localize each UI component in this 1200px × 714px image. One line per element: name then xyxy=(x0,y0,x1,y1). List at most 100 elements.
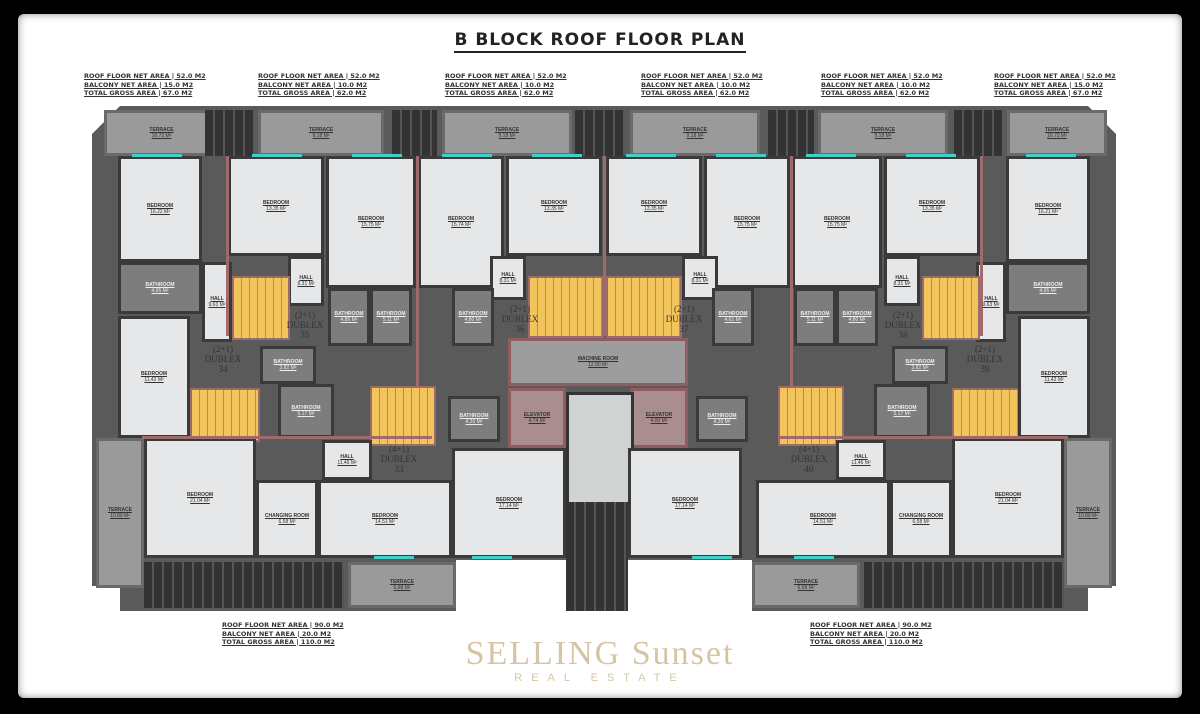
room-name: BATHROOM xyxy=(800,311,830,317)
window xyxy=(532,154,582,157)
room-name: HALL xyxy=(984,296,998,302)
room-name: DUBLEX xyxy=(884,320,922,330)
party-wall xyxy=(142,436,432,439)
gross-area: TOTAL GROSS AREA | 110.0 M2 xyxy=(810,638,923,646)
room-name: ELEVATOR xyxy=(523,412,551,418)
room-name: 38 xyxy=(898,330,908,340)
party-wall xyxy=(416,156,419,386)
room-area: 5.17 M² xyxy=(893,411,911,417)
room-name: (2+1) xyxy=(509,304,531,314)
room-name: BATHROOM xyxy=(459,413,489,419)
balcony-area: BALCONY NET AREA | 10.0 M2 xyxy=(821,80,931,89)
room-name: 33 xyxy=(394,464,404,474)
common-stairwell xyxy=(566,392,634,508)
room-name: BEDROOM xyxy=(495,497,523,503)
room-name: BEDROOM xyxy=(540,200,568,206)
staircase xyxy=(190,388,260,442)
gross-area: TOTAL GROSS AREA | 62.0 M2 xyxy=(445,89,554,97)
room-name: (2+1) xyxy=(212,344,234,354)
room-name: BEDROOM xyxy=(733,216,761,222)
room-name: HALL xyxy=(340,454,354,460)
room-name: 35 xyxy=(300,330,310,340)
balcony-area: BALCONY NET AREA | 10.0 M2 xyxy=(258,80,368,89)
room-area: 12.80 M² xyxy=(588,362,608,368)
window xyxy=(626,154,676,157)
gross-area: TOTAL GROSS AREA | 62.0 M2 xyxy=(641,89,750,97)
room-name: BEDROOM xyxy=(671,497,699,503)
room-area: 6.68 M² xyxy=(393,585,411,591)
room-area: 8.31 M² xyxy=(297,281,315,287)
room-name: BATHROOM xyxy=(707,413,737,419)
room-area: 11.42 M² xyxy=(1044,377,1064,383)
room-area: 16.72 M² xyxy=(1047,133,1067,139)
room-area: 5.17 M² xyxy=(297,411,315,417)
room-area: 4.74 M² xyxy=(528,418,546,424)
window xyxy=(472,556,512,559)
room-name: BATHROOM xyxy=(905,359,935,365)
gross-area: TOTAL GROSS AREA | 62.0 M2 xyxy=(821,89,930,97)
room-area: 6.58 M² xyxy=(278,519,296,525)
room-area: 13.35 M² xyxy=(266,206,286,212)
balcony-area: BALCONY NET AREA | 15.0 M2 xyxy=(84,80,194,89)
room-name: BEDROOM xyxy=(809,513,837,519)
room-name: HALL xyxy=(299,275,313,281)
room-area: 15.75 M² xyxy=(827,222,847,228)
room-area: 4.00 M² xyxy=(650,418,668,424)
room-name: BEDROOM xyxy=(640,200,668,206)
room-area: 21.04 M² xyxy=(190,498,210,504)
room-name: BATHROOM xyxy=(1033,282,1063,288)
room-area: 4.95 M² xyxy=(1039,288,1057,294)
room-name: TERRACE xyxy=(308,127,334,133)
party-wall xyxy=(980,156,983,336)
window xyxy=(374,556,414,559)
room-area: 4.95 M² xyxy=(151,288,169,294)
balcony-area: BALCONY NET AREA | 10.0 M2 xyxy=(641,80,751,89)
room-name: TERRACE xyxy=(107,507,133,513)
room-name: TERRACE xyxy=(682,127,708,133)
room-area: 14.51 M² xyxy=(813,519,833,525)
balcony-grating xyxy=(864,562,1064,608)
room-name: BEDROOM xyxy=(371,513,399,519)
room-area: 4.61 M² xyxy=(724,317,742,323)
room-name: TERRACE xyxy=(389,579,415,585)
room-name: BEDROOM xyxy=(918,200,946,206)
net-area: ROOF FLOOR NET AREA | 52.0 M2 xyxy=(994,72,1116,80)
room-area: 13.35 M² xyxy=(922,206,942,212)
net-area: ROOF FLOOR NET AREA | 52.0 M2 xyxy=(821,72,943,80)
room-name: BEDROOM xyxy=(186,492,214,498)
balcony-area: BALCONY NET AREA | 20.0 M2 xyxy=(222,629,332,638)
room-name: MACHINE ROOM xyxy=(577,356,619,362)
room-area: 4.80 M² xyxy=(340,317,358,323)
room-name: BATHROOM xyxy=(291,405,321,411)
